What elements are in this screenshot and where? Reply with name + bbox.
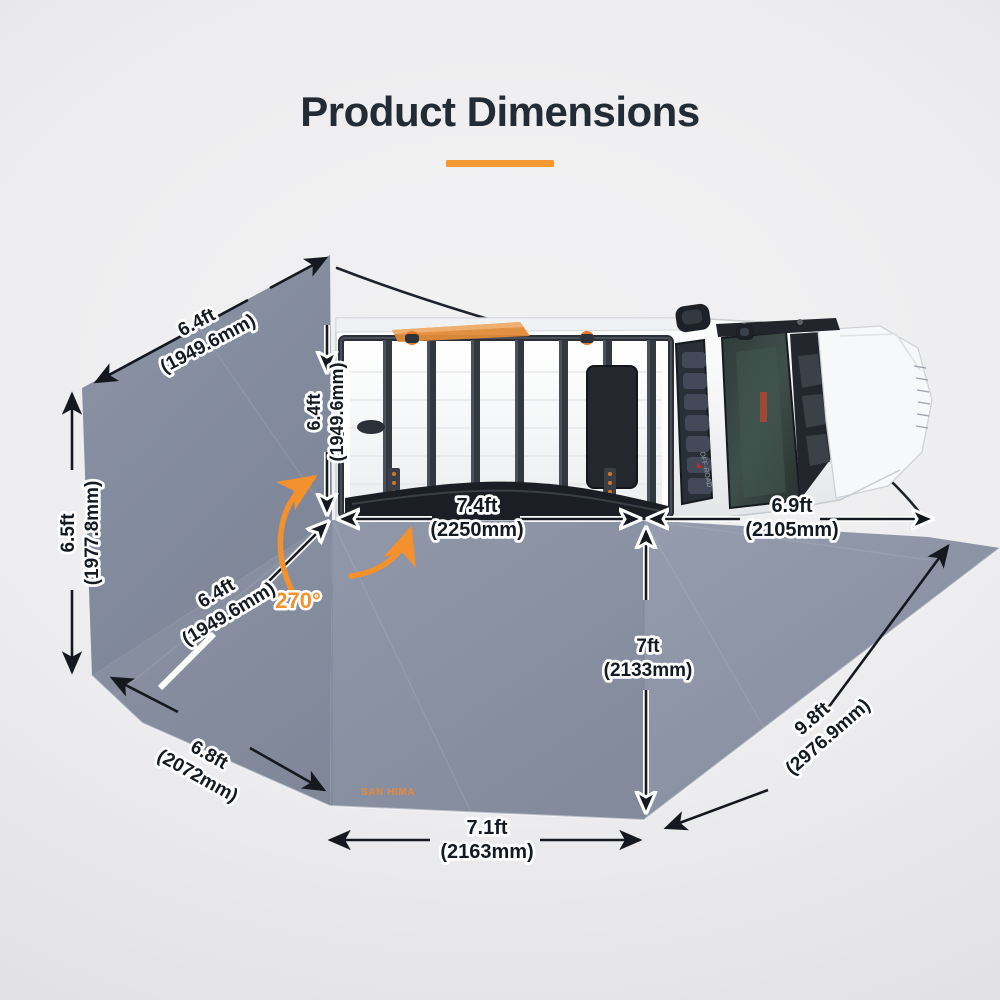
svg-text:(1949.6mm): (1949.6mm) <box>327 362 347 461</box>
dimension-label-vehicle-side-length: 7.4ft 7.4ft (2250mm) (2250mm) <box>428 492 527 544</box>
title-underline-rule <box>446 160 554 167</box>
svg-text:6.5ft: 6.5ft <box>58 513 79 553</box>
svg-text:6.9ft: 6.9ft <box>771 495 812 517</box>
spotlight <box>736 324 754 340</box>
svg-text:7ft: 7ft <box>636 636 660 657</box>
svg-text:(2105mm): (2105mm) <box>745 519 838 541</box>
svg-text:(2163mm): (2163mm) <box>440 841 533 863</box>
svg-text:(2133mm): (2133mm) <box>604 660 693 681</box>
svg-text:6.5ft: 6.5ft <box>58 513 79 553</box>
svg-text:(1949.6mm): (1949.6mm) <box>327 362 347 461</box>
svg-text:6.9ft: 6.9ft <box>771 495 812 517</box>
svg-text:7.4ft: 7.4ft <box>456 495 497 517</box>
rotation-angle-indicator <box>276 474 416 596</box>
dimension-arrows <box>61 256 950 851</box>
page-title: Product Dimensions <box>300 88 700 135</box>
svg-text:7.1ft: 7.1ft <box>466 817 507 839</box>
dimension-label-bottom-center-edge: 7.1ft 7.1ft (2163mm) (2163mm) <box>438 814 537 866</box>
svg-text:(2250mm): (2250mm) <box>430 519 523 541</box>
awning-fabric <box>82 255 1000 821</box>
dimension-label-left-height: 6.5ft 6.5ft (1977.8mm) (1977.8mm) <box>55 478 106 588</box>
svg-text:(2133mm): (2133mm) <box>604 660 693 681</box>
angle-label-outline: 270° <box>275 588 321 613</box>
svg-text:(1977.8mm): (1977.8mm) <box>82 481 103 586</box>
dimension-label-front-section: 6.9ft 6.9ft (2105mm) (2105mm) <box>743 492 842 544</box>
svg-text:(1977.8mm): (1977.8mm) <box>82 481 103 586</box>
svg-text:6.4ft: 6.4ft <box>304 393 324 430</box>
light-bar: OFF-ROAD <box>674 338 714 506</box>
roof-pod <box>675 303 711 333</box>
angle-label: 270° <box>275 588 321 613</box>
svg-text:(2163mm): (2163mm) <box>440 841 533 863</box>
svg-text:7ft: 7ft <box>636 636 660 657</box>
svg-text:(2105mm): (2105mm) <box>745 519 838 541</box>
dimension-label-awning-mount-depth: 6.4ft 6.4ft (1949.6mm) (1949.6mm) <box>301 360 350 465</box>
svg-text:6.4ft: 6.4ft <box>304 393 324 430</box>
svg-text:(2250mm): (2250mm) <box>430 519 523 541</box>
vehicle-top-view: OFF-ROAD <box>335 266 933 522</box>
svg-text:7.1ft: 7.1ft <box>466 817 507 839</box>
brand-watermark: SAN HIMA <box>361 787 415 798</box>
svg-text:7.4ft: 7.4ft <box>456 495 497 517</box>
dimension-label-center-drop: 7ft 7ft (2133mm) (2133mm) <box>601 633 695 684</box>
